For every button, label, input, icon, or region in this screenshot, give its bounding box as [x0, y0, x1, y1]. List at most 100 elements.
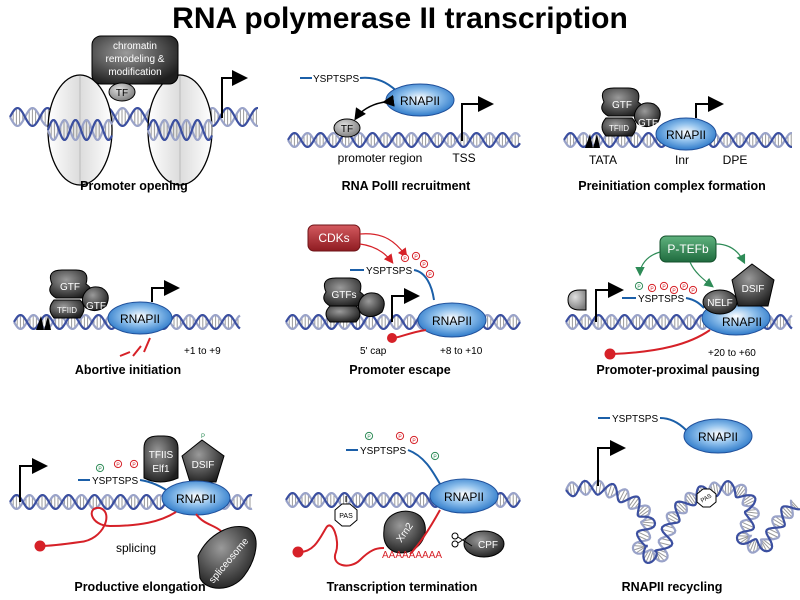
promoter-region-label: promoter region — [338, 151, 423, 165]
figure-title: RNA polymerase II transcription — [172, 2, 628, 35]
svg-text:RNAPII: RNAPII — [722, 315, 762, 329]
panel-caption: Preinitiation complex formation — [578, 179, 766, 193]
tss-arrow-icon — [595, 282, 624, 322]
svg-text:CDKs: CDKs — [318, 231, 349, 245]
svg-text:RNAPII: RNAPII — [698, 430, 738, 444]
panel-promoter-pausing: P-TEFb P P P P P P YSPTSPS RNAPII NELF D… — [565, 235, 793, 377]
svg-text:P: P — [398, 435, 402, 441]
svg-text:P: P — [691, 289, 695, 295]
polya-tail-label: AAAAAAAAA — [382, 550, 442, 561]
chromatin-remodeling-box: chromatin remodeling & modification — [91, 35, 179, 85]
tata-box-icon — [36, 316, 51, 330]
svg-text:RNAPII: RNAPII — [432, 314, 472, 328]
svg-text:P: P — [672, 289, 676, 295]
svg-text:P: P — [367, 435, 371, 441]
rnapii-enzyme: RNAPII — [161, 480, 231, 516]
abortive-rna-fragments — [119, 337, 151, 357]
svg-text:P: P — [414, 255, 418, 261]
tss-arrow-icon — [221, 70, 248, 118]
dna-helix-front — [46, 119, 113, 141]
svg-text:P: P — [650, 287, 654, 293]
cap-label: 5' cap — [360, 346, 387, 357]
tss-arrow-icon — [695, 96, 724, 118]
svg-text:RNAPII: RNAPII — [176, 492, 216, 506]
dsif-factor: DSIF — [731, 263, 775, 307]
cleaved-rna — [409, 509, 441, 555]
svg-text:GTF: GTF — [638, 118, 658, 129]
gtf-complex: GTFs — [323, 277, 385, 323]
pas-signal-icon: PAS — [334, 503, 358, 527]
tata-label: TATA — [589, 153, 617, 167]
ctd-label: YSPTSPS — [360, 446, 406, 457]
svg-text:GTF: GTF — [86, 301, 106, 312]
dsif-factor: DSIF — [181, 439, 225, 483]
panel-abortive-initiation: GTF TFIID GTF RNAPII +1 to +9 Abortive i… — [13, 269, 241, 377]
svg-text:GTF: GTF — [60, 282, 80, 293]
phospho-mark: P — [201, 434, 205, 440]
position-range-label: +20 to +60 — [708, 348, 756, 359]
transcription-factor: TF — [333, 118, 361, 138]
panel-caption: Transcription termination — [327, 580, 478, 594]
svg-text:TFIIS: TFIIS — [149, 450, 174, 461]
xrn2-exonuclease: Xrn2 — [383, 510, 426, 554]
nelf-factor: NELF — [702, 289, 738, 315]
panel-polii-recruitment: YSPTSPS RNAPII TF promoter region TSS RN… — [287, 74, 521, 193]
nascent-rna — [299, 524, 385, 567]
tss-arrow-icon — [597, 440, 626, 486]
panel-caption: Productive elongation — [74, 580, 205, 594]
cpf-complex: CPF — [463, 530, 505, 558]
splicing-label: splicing — [116, 541, 156, 555]
tss-label: TSS — [452, 151, 475, 165]
panel-promoter-escape: CDKs YSPTSPS P P P P GTFs RNAPII 5' cap … — [285, 224, 521, 377]
tss-arrow-icon — [151, 280, 180, 302]
svg-text:GTF: GTF — [612, 100, 632, 111]
five-prime-cap-icon — [292, 546, 304, 558]
ctd-label: YSPTSPS — [92, 476, 138, 487]
gtf-complex: GTF TFIID GTF — [601, 87, 661, 137]
dna-helix-front — [146, 119, 213, 141]
svg-text:chromatin: chromatin — [113, 41, 157, 52]
panel-caption: Promoter-proximal pausing — [596, 363, 759, 377]
tata-box-icon — [585, 134, 600, 148]
pas-signal-icon: PAS — [696, 488, 717, 508]
panel-caption: Promoter opening — [80, 179, 188, 193]
phospho-mark: P — [425, 269, 435, 279]
phospho-mark: P — [634, 281, 644, 291]
svg-text:modification: modification — [108, 67, 161, 78]
svg-text:CPF: CPF — [478, 540, 498, 551]
svg-text:P: P — [422, 263, 426, 269]
svg-text:TF: TF — [341, 124, 353, 135]
svg-text:RNAPII: RNAPII — [120, 312, 160, 326]
svg-text:GTFs: GTFs — [332, 290, 357, 301]
svg-text:RNAPII: RNAPII — [444, 490, 484, 504]
svg-text:DSIF: DSIF — [192, 460, 215, 471]
rnapii-enzyme: RNAPII — [655, 117, 717, 151]
transcription-factor: TF — [108, 82, 136, 102]
position-range-label: +8 to +10 — [440, 346, 483, 357]
nascent-rna — [393, 329, 427, 339]
phospho-mark: P — [659, 281, 669, 291]
svg-text:TFIID: TFIID — [57, 306, 77, 315]
panel-promoter-opening: chromatin remodeling & modification TF P… — [9, 35, 258, 193]
panel-pic-formation: GTF TFIID GTF RNAPII TATA Inr DPE Preini… — [563, 87, 792, 193]
nascent-rna — [39, 506, 177, 547]
tss-arrow-icon — [19, 458, 48, 502]
panel-caption: RNAPII recycling — [622, 580, 723, 594]
dna-helix — [287, 131, 521, 149]
phospho-mark: P — [669, 285, 679, 295]
panel-caption: Promoter escape — [349, 363, 450, 377]
svg-text:NELF: NELF — [707, 298, 733, 309]
tss-arrow-icon — [391, 288, 420, 322]
dna-helix — [9, 106, 258, 128]
svg-text:DSIF: DSIF — [742, 284, 765, 295]
position-range-label: +1 to +9 — [184, 346, 221, 357]
phospho-mark: P — [411, 251, 421, 261]
svg-text:P: P — [428, 273, 432, 279]
nascent-rna — [611, 329, 711, 355]
phospho-mark: P — [419, 259, 429, 269]
svg-text:P-TEFb: P-TEFb — [667, 242, 709, 256]
svg-text:P: P — [433, 455, 437, 461]
recruitment-arrow-icon — [354, 94, 395, 121]
svg-text:RNAPII: RNAPII — [400, 94, 440, 108]
